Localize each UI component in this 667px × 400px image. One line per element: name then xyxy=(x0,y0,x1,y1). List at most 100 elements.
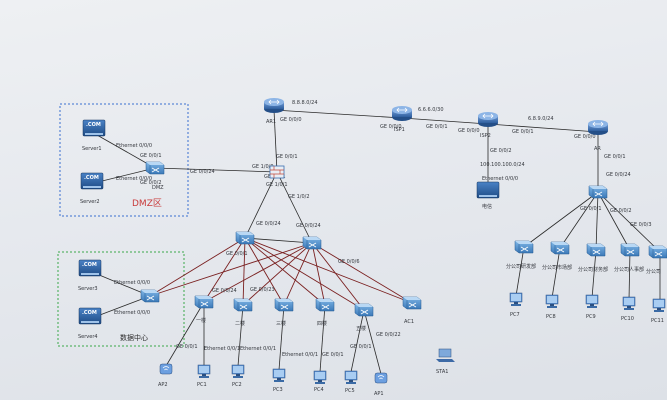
label-s2-ge: GE 0/0/2 xyxy=(140,180,162,186)
link-isp2-ar xyxy=(487,123,599,133)
pc-3[interactable]: PC3 xyxy=(272,368,286,393)
router-ar-branch[interactable]: AR xyxy=(587,119,609,152)
switch-branch-top[interactable] xyxy=(588,185,608,199)
node-label: PC11 xyxy=(651,318,664,324)
server-icon-text: .COM xyxy=(84,175,99,181)
pc-11[interactable]: PC11 xyxy=(651,298,666,324)
switch-datacenter[interactable] xyxy=(140,289,160,303)
pc-5[interactable]: PC5 xyxy=(344,370,358,394)
node-label: PC1 xyxy=(197,382,207,388)
label-ap2-ge: GE 0/0/1 xyxy=(176,344,198,350)
router-isp1[interactable]: ISP1 xyxy=(391,105,413,133)
link-core1-core2 xyxy=(244,237,313,244)
node-label: PC2 xyxy=(232,382,242,388)
server-3[interactable]: .COM Server3 xyxy=(78,259,102,292)
switch-access-5[interactable]: 五楼 xyxy=(354,303,374,332)
switch-branch-1[interactable]: 分公司研发部 xyxy=(506,240,536,270)
node-label: PC10 xyxy=(621,316,634,322)
switch-icon xyxy=(586,243,606,257)
node-label: PC7 xyxy=(510,312,520,318)
link-dmz-server1 xyxy=(96,134,156,169)
firewall-fw1[interactable] xyxy=(269,165,285,179)
host-dx[interactable]: 电信 xyxy=(476,181,500,210)
label-pc3-e: Ethernet 0/0/1 xyxy=(282,352,318,358)
label-br-ge024: GE 0/0/24 xyxy=(606,172,631,178)
datacenter-zone-border xyxy=(57,251,185,347)
pc-icon xyxy=(272,368,286,383)
pc-7[interactable]: PC7 xyxy=(509,292,523,318)
switch-dmz[interactable]: DMZ xyxy=(145,161,165,191)
router-ar1[interactable]: AR1 xyxy=(263,97,285,125)
label-net-isp2-ar: 6.8.9.0/24 xyxy=(528,116,554,122)
label-isp2-ge002: GE 0/0/2 xyxy=(490,148,512,154)
switch-branch-3[interactable]: 分公司财务部 xyxy=(578,243,608,273)
switch-access-3[interactable]: 三楼 xyxy=(274,298,294,327)
label-acc-ge024: GE 0/0/24 xyxy=(212,288,237,294)
node-label: ISP1 xyxy=(394,127,405,133)
pc-icon xyxy=(545,294,559,309)
label-net-ar1-isp1: 8.8.8.0/24 xyxy=(292,100,318,106)
link-isp1-isp2 xyxy=(401,117,489,125)
server-icon-text: .COM xyxy=(82,310,97,316)
label-dx-e000: Ethernet 0/0/0 xyxy=(482,176,518,182)
link-ar1-fw xyxy=(273,109,278,173)
label-fw-left: GE 1/0/0 xyxy=(252,164,274,170)
link-dmz-server2 xyxy=(93,167,156,184)
switch-icon xyxy=(233,298,253,312)
pc-4[interactable]: PC4 xyxy=(313,370,327,393)
pc-2[interactable]: PC2 xyxy=(231,364,245,388)
node-label: DMZ xyxy=(152,185,164,191)
switch-icon xyxy=(235,231,255,245)
switch-core1[interactable] xyxy=(235,231,255,245)
link-dc-server3 xyxy=(91,271,151,297)
label-isp1-ge000: GE 0/0/0 xyxy=(380,124,402,130)
label-net-isp2-dx: 100.100.100.0/24 xyxy=(480,162,525,168)
switch-access-4[interactable]: 四楼 xyxy=(315,298,335,327)
label-br-ge01: GE 0/0/1 xyxy=(580,206,602,212)
sta-1[interactable]: STA1 xyxy=(435,348,456,375)
pc-10[interactable]: PC10 xyxy=(621,296,636,322)
node-label: 分公司财务部 xyxy=(578,266,608,273)
server-4[interactable]: .COM Server4 xyxy=(78,307,102,340)
label-core-ge016: GE 0/0/6 xyxy=(338,259,360,265)
ap-1[interactable]: AP1 xyxy=(374,372,388,397)
pc-icon xyxy=(622,296,636,311)
pc-8[interactable]: PC8 xyxy=(545,294,559,320)
switch-access-1[interactable]: 一楼 xyxy=(194,295,214,324)
dmz-zone-border xyxy=(59,103,189,217)
ap-2[interactable]: AP2 xyxy=(158,363,173,388)
router-icon xyxy=(263,97,285,114)
pc-9[interactable]: PC9 xyxy=(585,294,599,320)
core-access-links xyxy=(149,237,413,311)
switch-icon xyxy=(145,161,165,175)
label-br-ge03: GE 0/0/3 xyxy=(630,222,652,228)
switch-core2[interactable] xyxy=(302,236,322,250)
ac-controller[interactable]: AC1 xyxy=(402,296,422,325)
pc-1[interactable]: PC1 xyxy=(197,364,211,388)
node-label: 分公司 xyxy=(646,268,661,275)
server-2[interactable]: .COM Server2 xyxy=(80,172,104,205)
link-fw-core2 xyxy=(276,171,313,244)
switch-branch-2[interactable]: 分公司市场部 xyxy=(542,241,572,271)
label-ap1-ge: GE 0/0/22 xyxy=(376,332,401,338)
switch-branch-5[interactable]: 分公司 xyxy=(646,245,667,275)
switch-icon xyxy=(514,240,534,254)
node-label: 四楼 xyxy=(317,320,327,327)
label-isp2-ge001: GE 0/0/1 xyxy=(512,129,534,135)
server-icon-text: .COM xyxy=(82,262,97,268)
label-ar1-ge000: GE 0/0/0 xyxy=(280,117,302,123)
node-label: 三楼 xyxy=(276,320,286,327)
label-pc5-e: GE 0/0/1 xyxy=(350,344,372,350)
switch-branch-4[interactable]: 分公司人事部 xyxy=(614,243,644,273)
switch-access-2[interactable]: 二楼 xyxy=(233,298,253,327)
label-net-isp1-isp2: 6.6.6.0/30 xyxy=(418,107,444,113)
label-pc1-e: Ethernet 0/0/1 xyxy=(204,346,240,352)
router-isp2[interactable]: ISP2 xyxy=(477,111,499,139)
label-dmz-ge024: GE 0/0/24 xyxy=(190,169,215,175)
router-icon xyxy=(391,105,413,122)
node-label: AP1 xyxy=(374,391,384,397)
label-acc-ge023: GE 0/0/23 xyxy=(250,287,275,293)
server-1[interactable]: .COM Server1 xyxy=(82,119,106,152)
link-dc-server4 xyxy=(91,295,151,319)
